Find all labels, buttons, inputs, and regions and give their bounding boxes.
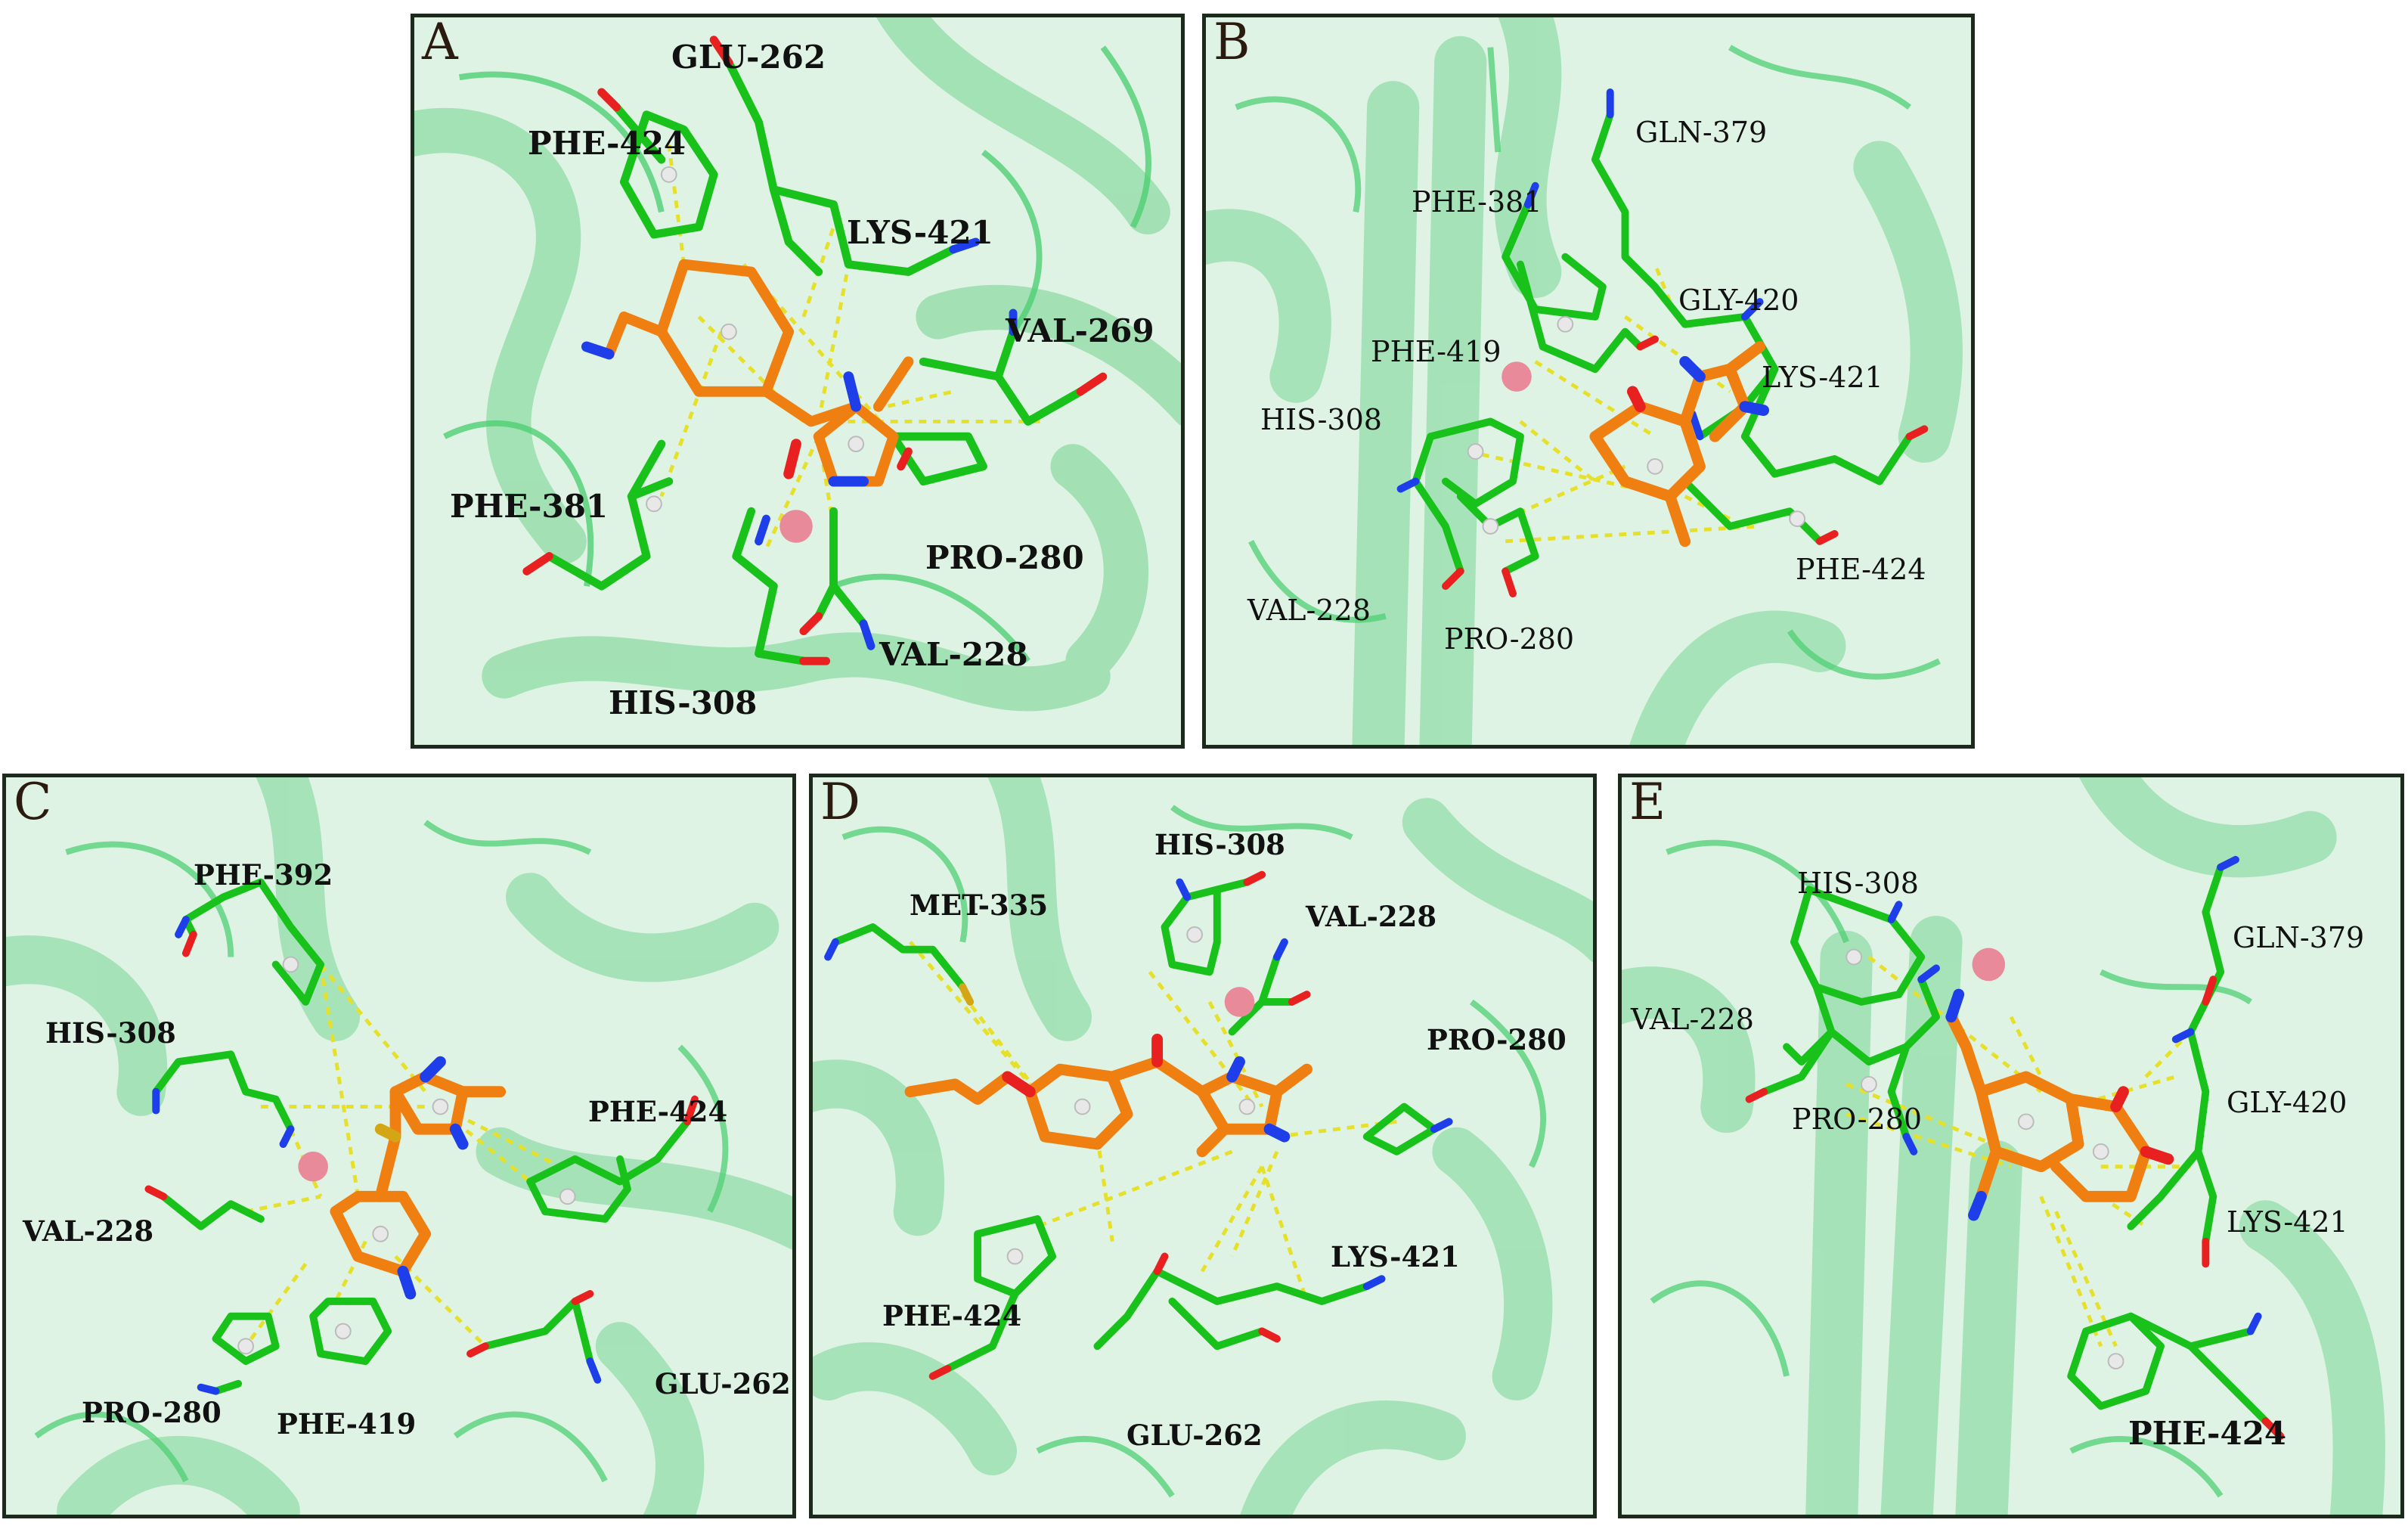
residue-label: GLU-262 [671, 39, 826, 76]
residue-label: PHE-424 [528, 125, 686, 162]
residue-label: HIS-308 [1154, 828, 1285, 861]
ligand-hetero [1626, 355, 1770, 417]
centroids [1846, 948, 2124, 1369]
residue-label: PHE-392 [194, 858, 333, 892]
panel-b: B GLN-379 PHE-381 GLY-420 PHE-419 LYS-42… [1202, 14, 1975, 749]
hetero-atoms [1745, 855, 2285, 1441]
residue-label: VAL-228 [879, 636, 1028, 673]
residue-label: PHE-424 [2128, 1415, 2287, 1452]
residue-label: PRO-280 [1444, 622, 1575, 656]
residue-label: LYS-421 [2227, 1205, 2348, 1239]
residue-label: HIS-308 [609, 684, 758, 721]
residue-label: GLY-420 [1678, 284, 1799, 317]
residue-sticks [152, 878, 692, 1395]
panel-e-scene [1622, 777, 2385, 1515]
residue-label: VAL-228 [1306, 900, 1437, 933]
residue-sticks [1760, 863, 2270, 1425]
interaction-dashes [244, 963, 561, 1348]
panel-letter: B [1213, 14, 1250, 71]
residue-label: HIS-308 [45, 1016, 176, 1050]
residue-label: PRO-280 [1792, 1103, 1923, 1136]
hetero-atoms [1396, 88, 1929, 598]
residue-label: PRO-280 [1427, 1023, 1567, 1056]
protein-ribbon [1206, 17, 1963, 745]
protein-ribbon [414, 17, 1181, 712]
metal-ion [779, 510, 813, 543]
panel-d: D HIS-308 MET-335 VAL-228 PRO-280 LYS-42… [809, 774, 1597, 1518]
residue-label: PRO-280 [82, 1396, 222, 1429]
panel-letter: E [1629, 774, 1666, 831]
interaction-dashes [909, 941, 1397, 1302]
hetero-atoms [824, 870, 1453, 1380]
residue-label: HIS-308 [1797, 867, 1919, 900]
protein-ribbon [813, 777, 1593, 1515]
protein-ribbon-outline [34, 820, 729, 1483]
panel-c: C PHE-392 HIS-308 PHE-424 VAL-228 GLU-26… [2, 774, 796, 1518]
hetero-atoms [522, 36, 1108, 665]
metal-ion [298, 1151, 328, 1182]
residue-label: MET-335 [910, 889, 1049, 922]
residue-label: VAL-228 [23, 1214, 154, 1248]
residue-sticks [832, 878, 1438, 1372]
residue-label: LYS-421 [1762, 361, 1883, 394]
hetero-atoms [144, 916, 699, 1395]
residue-label: PHE-424 [882, 1299, 1022, 1332]
residue-label: GLN-379 [1635, 116, 1768, 149]
residue-label: GLU-262 [655, 1367, 791, 1400]
panel-letter: A [422, 14, 458, 71]
residue-label: LYS-421 [847, 214, 993, 251]
interaction-dashes [659, 144, 1043, 550]
panel-letter: D [820, 774, 860, 831]
panel-c-scene [6, 777, 792, 1515]
metal-ion [1224, 987, 1255, 1017]
metal-ion [1972, 947, 2006, 982]
residue-sticks [544, 57, 1085, 665]
residue-label: GLY-420 [2227, 1086, 2348, 1119]
centroids [237, 956, 576, 1355]
residue-label: VAL-228 [1247, 594, 1371, 627]
protein-ribbon-outline [841, 805, 1546, 1498]
ligand [1589, 341, 1766, 547]
panel-e: E HIS-308 GLN-379 VAL-228 GLY-420 PRO-28… [1618, 774, 2404, 1518]
panel-d-scene [813, 777, 1593, 1515]
panel-a-scene [414, 17, 1181, 712]
centroids [1006, 926, 1256, 1265]
ligand-hetero [1002, 1034, 1291, 1143]
residue-label: GLN-379 [2233, 921, 2365, 954]
residue-label: GLU-262 [1127, 1419, 1263, 1452]
metal-ion [1502, 361, 1532, 392]
residue-label: PHE-419 [1371, 335, 1502, 368]
centroids [646, 166, 865, 513]
panel-letter: C [14, 774, 52, 831]
ligand-hetero [1945, 988, 2174, 1221]
residue-label: PHE-381 [450, 488, 609, 525]
residue-label: LYS-421 [1331, 1240, 1460, 1273]
protein-ribbon [1622, 777, 2385, 1515]
residue-label: PHE-424 [588, 1095, 728, 1128]
residue-label: PRO-280 [925, 539, 1084, 576]
residue-label: PHE-381 [1412, 185, 1542, 219]
residue-label: VAL-269 [1006, 312, 1154, 349]
ligand [1945, 1011, 2152, 1202]
residue-label: VAL-228 [1631, 1003, 1754, 1036]
protein-ribbon-outline [1650, 839, 2252, 1498]
protein-ribbon-outline [1235, 45, 1941, 680]
residue-label: HIS-308 [1260, 403, 1382, 436]
panel-a: A GLU-262 PHE-424 LYS-421 VAL-269 PHE-38… [411, 14, 1185, 749]
protein-ribbon-outline [443, 45, 1151, 663]
panel-b-scene [1206, 17, 1963, 745]
centroids [1467, 315, 1806, 535]
ligand-hetero [374, 1056, 469, 1300]
residue-label: PHE-424 [1796, 553, 1926, 586]
residue-label: PHE-419 [277, 1407, 417, 1441]
ligand-hetero [581, 341, 869, 487]
